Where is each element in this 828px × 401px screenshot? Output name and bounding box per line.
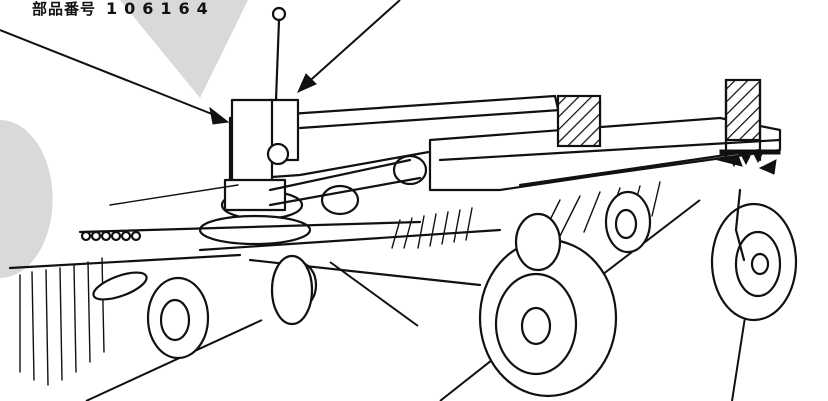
part-number-label: 部品番号 — [32, 0, 97, 18]
control-lever — [230, 6, 300, 192]
leader-line-3 — [85, 319, 263, 401]
rear-teeth-cluster — [719, 149, 781, 168]
wheels — [146, 188, 798, 398]
part-number-value: 106164 — [106, 0, 215, 18]
wheel-rear-center — [514, 190, 652, 272]
wheel-front-left — [146, 276, 210, 360]
arrowhead-1 — [209, 106, 230, 125]
wheel-rear-right — [710, 188, 798, 322]
arrowhead-4 — [758, 159, 777, 175]
hatched-panel-2 — [724, 78, 762, 142]
leader-lines — [0, 0, 777, 401]
leader-line-2 — [303, 0, 401, 87]
watermark — [0, 0, 248, 278]
wheel-center-left — [270, 254, 314, 326]
leader-line-1 — [0, 29, 223, 119]
main-frame — [228, 78, 782, 192]
rotor-hub — [109, 154, 428, 246]
arrowhead-2 — [297, 73, 317, 93]
wheel-main — [478, 238, 618, 398]
part-number-header: 部品番号 106164 — [32, 0, 215, 19]
hatched-panel-1 — [556, 94, 602, 148]
leader-line-6 — [329, 261, 419, 327]
